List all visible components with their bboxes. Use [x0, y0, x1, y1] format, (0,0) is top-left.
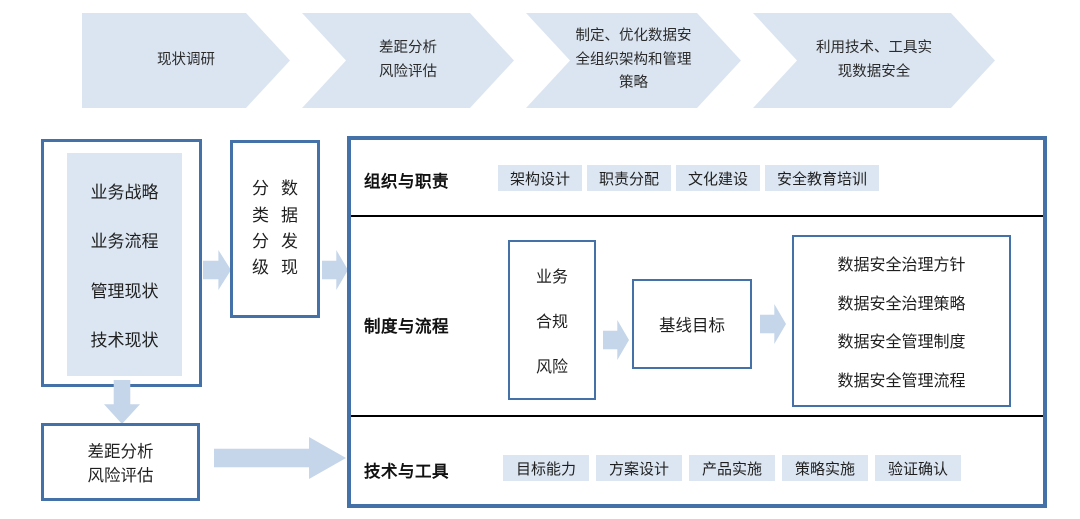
process-step-4-line-2: 现数据安全	[837, 63, 911, 80]
arrow-right-to-classification	[203, 250, 231, 290]
policy-output-item: 数据安全治理策略	[837, 295, 966, 313]
discovery-char: 现	[281, 258, 298, 278]
classification-char: 类	[252, 205, 269, 225]
process-step-4-line-1: 利用技术、工具实	[816, 39, 932, 56]
row-label-policy-process: 制度与流程	[364, 318, 449, 336]
current-state-item: 业务流程	[90, 232, 159, 252]
classification-column-right: 数 据 发 现	[281, 179, 298, 279]
process-step-3-line-1: 制定、优化数据安	[575, 27, 692, 44]
gap-analysis-box[interactable]: 差距分析 风险评估	[41, 423, 200, 501]
process-step-4[interactable]: 利用技术、工具实 现数据安全	[753, 13, 995, 108]
policy-output-item: 数据安全治理方针	[837, 257, 966, 275]
panel-divider-2	[351, 415, 1043, 417]
tag-policy-implementation[interactable]: 策略实施	[782, 455, 868, 481]
policy-output-item: 数据安全管理流程	[837, 372, 966, 390]
tag-security-education-training[interactable]: 安全教育培训	[765, 165, 879, 191]
process-step-2-text: 差距分析 风险评估	[373, 37, 443, 85]
process-step-3-text: 制定、优化数据安 全组织架构和管理 策略	[570, 25, 698, 97]
process-step-3-line-2: 全组织架构和管理	[575, 51, 692, 68]
current-state-item: 管理现状	[90, 281, 159, 301]
policy-input-item: 合规	[535, 314, 568, 331]
tag-target-capability[interactable]: 目标能力	[503, 455, 589, 481]
policy-input-box[interactable]: 业务 合规 风险	[508, 240, 596, 400]
process-step-1-line-1: 现状调研	[157, 51, 215, 68]
arrow-right-input-to-baseline	[603, 320, 629, 360]
gap-analysis-items: 差距分析 风险评估	[44, 426, 197, 498]
process-step-4-text: 利用技术、工具实 现数据安全	[810, 37, 938, 85]
process-step-3-line-3: 策略	[619, 75, 648, 92]
policy-input-items: 业务 合规 风险	[510, 242, 594, 398]
classification-box[interactable]: 分 类 分 级 数 据 发 现	[230, 140, 320, 318]
discovery-char: 据	[281, 205, 298, 225]
discovery-char: 数	[281, 179, 298, 199]
classification-char: 分	[252, 232, 269, 251]
tag-solution-design[interactable]: 方案设计	[596, 455, 682, 481]
policy-output-item: 数据安全管理制度	[837, 334, 966, 352]
classification-char: 级	[252, 258, 269, 278]
discovery-char: 发	[281, 232, 298, 251]
current-state-item: 业务战略	[90, 182, 159, 202]
row-label-technology-tools: 技术与工具	[364, 463, 449, 481]
policy-output-items: 数据安全治理方针 数据安全治理策略 数据安全管理制度 数据安全管理流程	[794, 237, 1009, 405]
governance-panel: 组织与职责 架构设计 职责分配 文化建设 安全教育培训 制度与流程 业务 合规 …	[347, 136, 1047, 508]
baseline-target-label: 基线目标	[659, 317, 725, 335]
process-step-1[interactable]: 现状调研	[82, 13, 290, 108]
process-step-1-text: 现状调研	[151, 49, 221, 73]
process-step-2-line-2: 风险评估	[379, 63, 437, 80]
current-state-items: 业务战略 业务流程 管理现状 技术现状	[67, 153, 182, 376]
tag-product-implementation[interactable]: 产品实施	[689, 455, 775, 481]
gap-analysis-item: 风险评估	[87, 467, 154, 485]
tag-responsibility-allocation[interactable]: 职责分配	[587, 165, 671, 191]
process-step-2[interactable]: 差距分析 风险评估	[302, 13, 514, 108]
current-state-item: 技术现状	[90, 331, 159, 351]
arrow-right-classification-to-panel	[322, 250, 348, 290]
policy-input-item: 风险	[535, 359, 568, 376]
arrow-right-gap-to-panel	[214, 437, 346, 479]
policy-input-item: 业务	[535, 269, 568, 286]
tag-verification-confirmation[interactable]: 验证确认	[875, 455, 961, 481]
classification-char: 分	[252, 179, 269, 199]
tag-culture-building[interactable]: 文化建设	[676, 165, 760, 191]
policy-output-box[interactable]: 数据安全治理方针 数据安全治理策略 数据安全管理制度 数据安全管理流程	[792, 235, 1011, 407]
row-label-organization: 组织与职责	[364, 173, 449, 191]
baseline-target-box[interactable]: 基线目标	[632, 279, 752, 369]
arrow-right-baseline-to-output	[760, 304, 786, 344]
panel-divider-1	[351, 215, 1043, 217]
process-step-2-line-1: 差距分析	[379, 39, 437, 56]
tag-architecture-design[interactable]: 架构设计	[498, 165, 582, 191]
process-step-3[interactable]: 制定、优化数据安 全组织架构和管理 策略	[526, 13, 741, 108]
classification-columns: 分 类 分 级 数 据 发 现	[233, 143, 317, 315]
classification-column-left: 分 类 分 级	[252, 179, 269, 279]
gap-analysis-item: 差距分析	[87, 443, 154, 461]
baseline-target-text-wrap: 基线目标	[634, 281, 750, 367]
